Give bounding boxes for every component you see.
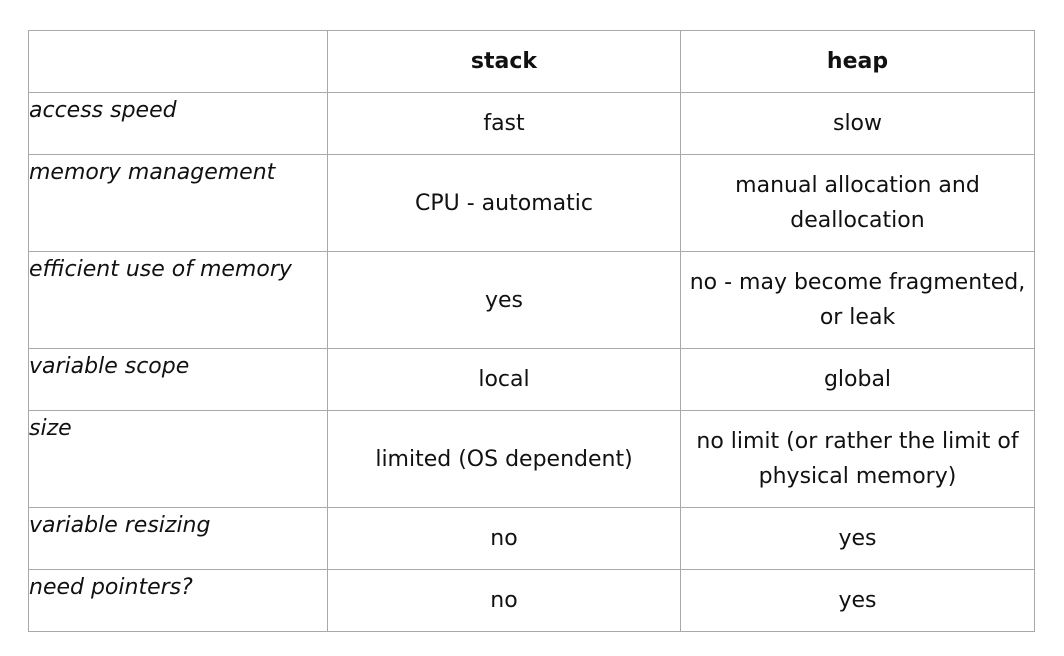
cell-heap-variable-scope: global (680, 348, 1035, 411)
cell-stack-variable-resizing: no (327, 507, 681, 570)
row-label-variable-resizing: variable resizing (28, 507, 328, 570)
row-label-efficient-use: efficient use of memory (28, 251, 328, 349)
header-corner-cell (28, 30, 328, 93)
header-heap: heap (680, 30, 1035, 93)
table-row: size limited (OS dependent) no limit (or… (28, 410, 1035, 508)
table-row: variable resizing no yes (28, 507, 1035, 570)
header-stack: stack (327, 30, 681, 93)
cell-heap-size: no limit (or rather the limit of physica… (680, 410, 1035, 508)
row-label-variable-scope: variable scope (28, 348, 328, 411)
cell-stack-need-pointers: no (327, 569, 681, 632)
row-label-memory-management: memory management (28, 154, 328, 252)
row-label-size: size (28, 410, 328, 508)
cell-stack-access-speed: fast (327, 92, 681, 155)
comparison-table: stack heap access speed fast slow memory… (28, 30, 1035, 632)
table-row: need pointers? no yes (28, 569, 1035, 632)
cell-heap-efficient-use: no - may become fragmented, or leak (680, 251, 1035, 349)
cell-stack-size: limited (OS dependent) (327, 410, 681, 508)
cell-heap-memory-management: manual allocation and deallocation (680, 154, 1035, 252)
cell-stack-variable-scope: local (327, 348, 681, 411)
table-header-row: stack heap (28, 30, 1035, 93)
cell-heap-need-pointers: yes (680, 569, 1035, 632)
cell-heap-variable-resizing: yes (680, 507, 1035, 570)
table-row: variable scope local global (28, 348, 1035, 411)
row-label-access-speed: access speed (28, 92, 328, 155)
row-label-need-pointers: need pointers? (28, 569, 328, 632)
cell-stack-memory-management: CPU - automatic (327, 154, 681, 252)
table-row: efficient use of memory yes no - may bec… (28, 251, 1035, 349)
cell-stack-efficient-use: yes (327, 251, 681, 349)
table-row: access speed fast slow (28, 92, 1035, 155)
cell-heap-access-speed: slow (680, 92, 1035, 155)
table-row: memory management CPU - automatic manual… (28, 154, 1035, 252)
